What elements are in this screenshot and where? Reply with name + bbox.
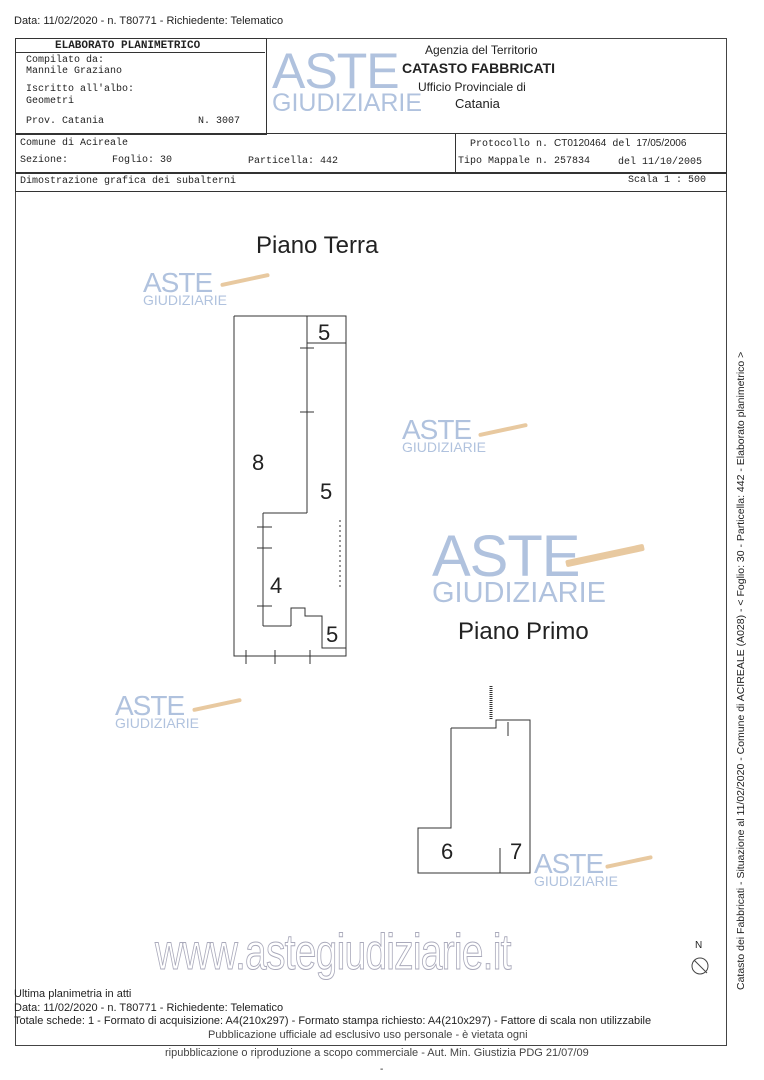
- sezione: Sezione:: [20, 155, 69, 166]
- dimostrazione: Dimostrazione grafica dei subalterni: [20, 176, 237, 187]
- footer-data: Data: 11/02/2020 - n. T80771 - Richieden…: [14, 1002, 284, 1014]
- protocollo-date: 17/05/2006: [636, 138, 687, 149]
- north-arrow-icon: [691, 957, 709, 975]
- title-divider: [15, 38, 265, 53]
- disclaimer-line-2: ripubblicazione o riproduzione a scopo c…: [165, 1047, 589, 1059]
- protocollo-del: del: [612, 139, 631, 150]
- top-line: Data: 11/02/2020 - n. T80771 - Richieden…: [14, 15, 284, 27]
- side-caption: Catasto dei Fabbricati - Situazione al 1…: [735, 351, 747, 990]
- compilato-name: Mannile Graziano: [26, 66, 123, 77]
- unit-label: 7: [510, 839, 523, 864]
- piano-terra-title: Piano Terra: [256, 232, 379, 259]
- elaborato-box: [15, 38, 267, 135]
- iscritto-value: Geometri: [26, 96, 75, 107]
- unit-label: 8: [252, 450, 265, 475]
- piano-terra-plan: [233, 315, 347, 664]
- comune: Comune di Acireale: [20, 138, 129, 149]
- albo-number: N. 3007: [198, 116, 241, 127]
- protocollo-label: Protocollo n.: [470, 139, 549, 150]
- disclaimer-line-1: Pubblicazione ufficiale ad esclusivo uso…: [208, 1029, 528, 1041]
- scala: Scala 1 : 500: [628, 175, 707, 186]
- compilato-label: Compilato da:: [26, 55, 105, 66]
- iscritto-label: Iscritto all'albo:: [26, 84, 135, 95]
- foglio: Foglio: 30: [112, 155, 173, 166]
- piano-primo-plan: [417, 686, 531, 874]
- tipo-mappale: Tipo Mappale n. 257834: [458, 156, 591, 167]
- watermark-url: www.astegiudiziarie.it: [155, 924, 512, 981]
- agency: Agenzia del Territorio: [425, 43, 538, 57]
- document-frame: [15, 38, 727, 1046]
- tipo-date: del 11/10/2005: [618, 157, 703, 168]
- piano-primo-title: Piano Primo: [458, 618, 589, 645]
- unit-label: 5: [318, 320, 331, 345]
- page-dash: -: [380, 1064, 384, 1075]
- unit-label: 5: [326, 622, 339, 647]
- citta: Catania: [455, 96, 500, 111]
- elaborato-title: ELABORATO PLANIMETRICO: [55, 40, 201, 52]
- divider: [455, 133, 456, 172]
- location-row: [15, 133, 727, 174]
- unit-label: 6: [441, 839, 454, 864]
- dimostrazione-row: [15, 172, 727, 192]
- unit-label: 5: [320, 479, 333, 504]
- unit-label: 4: [270, 573, 283, 598]
- protocollo-number: CT0120464: [554, 138, 607, 149]
- particella: Particella: 442: [248, 156, 339, 167]
- catasto-title: CATASTO FABBRICATI: [402, 60, 555, 76]
- footer-totale: Totale schede: 1 - Formato di acquisizio…: [14, 1015, 652, 1027]
- ultima-planimetria: Ultima planimetria in atti: [14, 988, 132, 1000]
- north-label: N: [695, 940, 703, 951]
- ufficio: Ufficio Provinciale di: [418, 80, 526, 94]
- prov: Prov. Catania: [26, 116, 105, 127]
